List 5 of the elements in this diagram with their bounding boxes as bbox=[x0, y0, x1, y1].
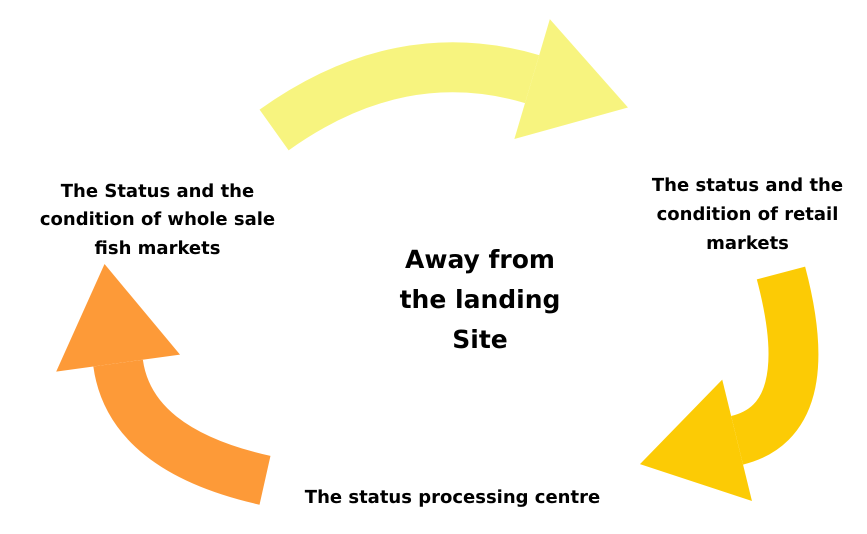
status-text: The Status and the condition of whole sale fish markets bbox=[38, 180, 276, 262]
status-text: The status and the condition of retail markets bbox=[650, 174, 844, 256]
curved-arrow bbox=[642, 267, 818, 500]
status-text: The status processing centre bbox=[304, 486, 600, 510]
status-text: Away from the landing Site bbox=[398, 244, 562, 356]
